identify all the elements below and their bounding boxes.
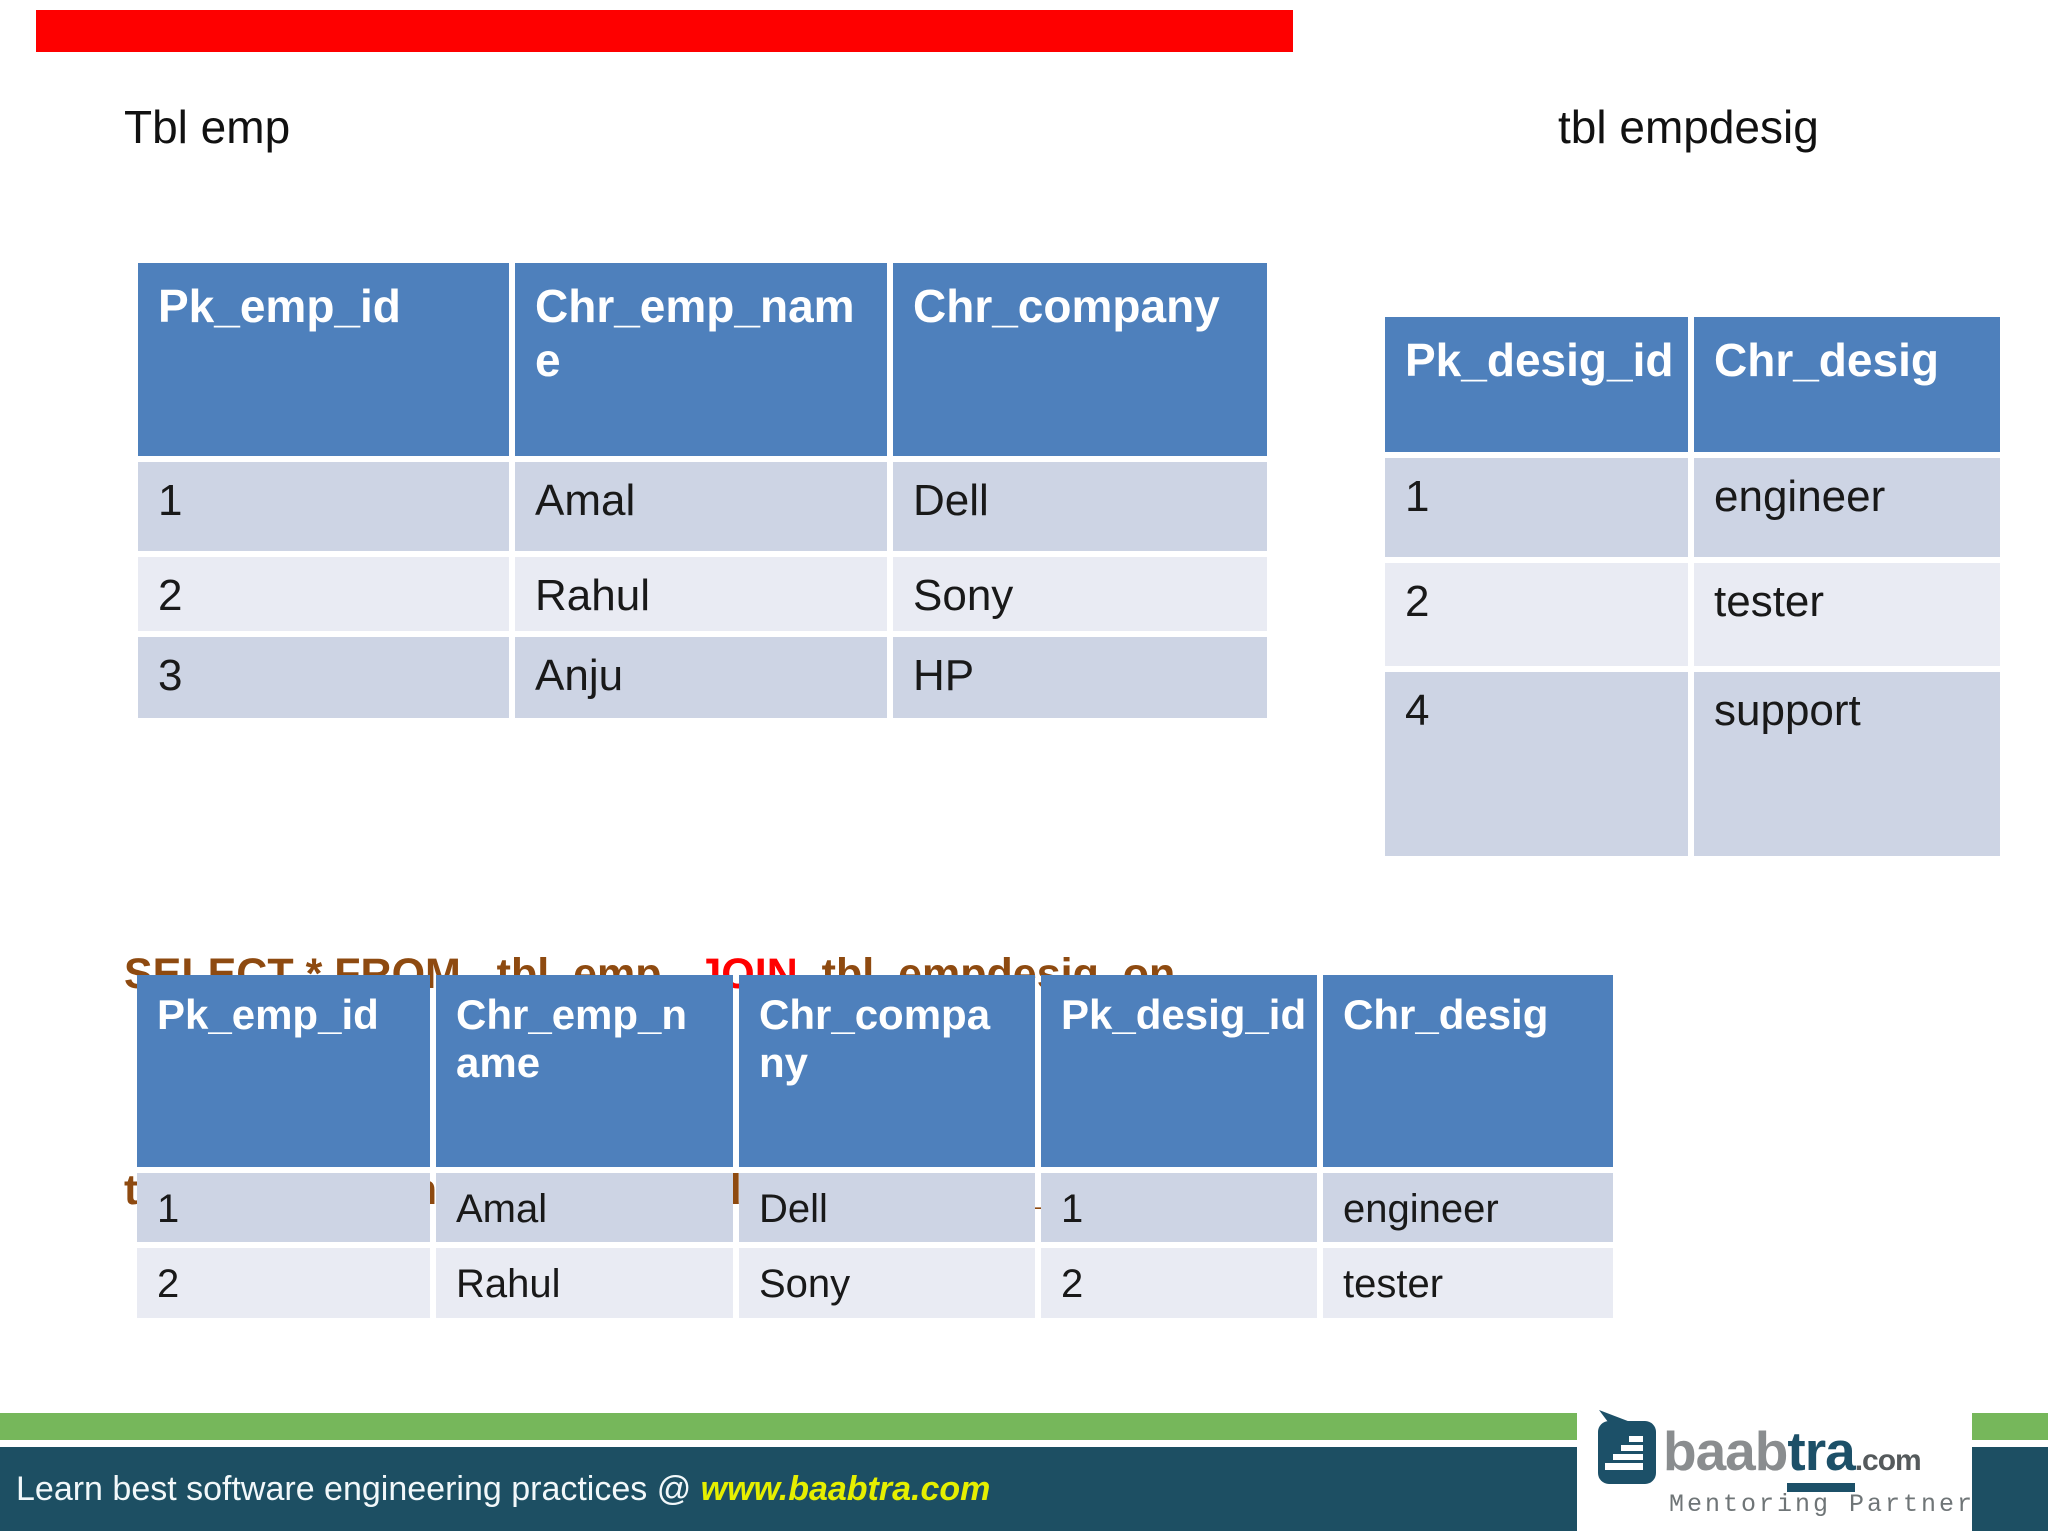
table-cell: support: [1694, 672, 2000, 856]
table-cell: 4: [1385, 672, 1688, 856]
table-cell: 1: [1385, 458, 1688, 557]
column-header-cell: Chr_desig: [1694, 317, 2000, 452]
table-cell: 1: [138, 462, 509, 551]
table-cell: HP: [893, 637, 1267, 718]
table-cell: Amal: [436, 1173, 733, 1242]
logo-brand-part2: tra: [1787, 1420, 1856, 1492]
table-cell: 2: [138, 557, 509, 631]
table-cell: 1: [137, 1173, 430, 1242]
table-cell: tester: [1323, 1248, 1613, 1318]
column-header-cell: Pk_emp_id: [137, 975, 430, 1167]
logo-tagline: Mentoring Partner: [1669, 1490, 1976, 1519]
table-cell: Rahul: [515, 557, 887, 631]
table-cell: Dell: [739, 1173, 1035, 1242]
footer-text: Learn best software engineering practice…: [16, 1470, 701, 1508]
table-cell: Dell: [893, 462, 1267, 551]
table-cell: 2: [1041, 1248, 1317, 1318]
logo-brand-suffix: .com: [1854, 1444, 1922, 1477]
table-cell: tester: [1694, 563, 2000, 666]
table-cell: Amal: [515, 462, 887, 551]
table-cell: 2: [137, 1248, 430, 1318]
column-header-cell: Chr_emp_nam e: [515, 263, 887, 456]
column-header-cell: Chr_compa ny: [739, 975, 1035, 1167]
table-cell: Anju: [515, 637, 887, 718]
video-progress-bar: [36, 10, 1293, 52]
column-header-cell: Pk_desig_id: [1385, 317, 1688, 452]
column-header-cell: Chr_company: [893, 263, 1267, 456]
table-cell: 1: [1041, 1173, 1317, 1242]
empdesig-table-title: tbl empdesig: [1558, 101, 1819, 153]
column-header-cell: Pk_emp_id: [138, 263, 509, 456]
table-cell: Rahul: [436, 1248, 733, 1318]
column-header-cell: Chr_emp_n ame: [436, 975, 733, 1167]
table-cell: 2: [1385, 563, 1688, 666]
table-cell: engineer: [1694, 458, 2000, 557]
footer-link[interactable]: www.baabtra.com: [700, 1470, 991, 1508]
table-cell: Sony: [893, 557, 1267, 631]
logo-panel: baabtra.com Mentoring Partner: [1577, 1388, 1972, 1531]
emp-table-title: Tbl emp: [124, 101, 291, 153]
table-cell: engineer: [1323, 1173, 1613, 1242]
column-header-cell: Pk_desig_id: [1041, 975, 1317, 1167]
column-header-cell: Chr_desig: [1323, 975, 1613, 1167]
table-cell: Sony: [739, 1248, 1035, 1318]
logo-wordmark: baabtra.com: [1663, 1420, 1922, 1492]
table-cell: 3: [138, 637, 509, 718]
baabtra-logo-icon: [1598, 1410, 1656, 1484]
logo-brand-part1: baab: [1663, 1420, 1788, 1482]
